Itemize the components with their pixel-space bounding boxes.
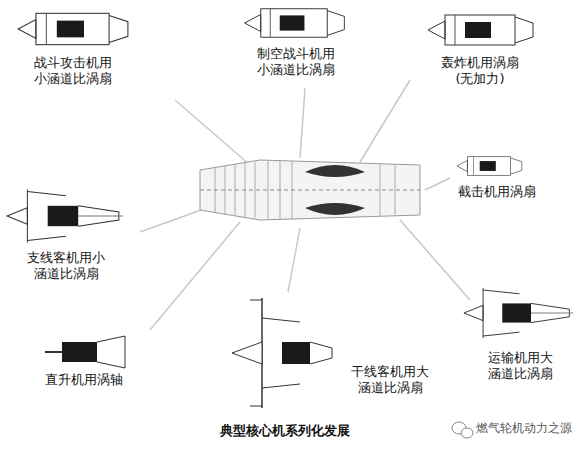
engine-label: 截击机用涡扇 [458,184,536,200]
engine-label: 直升机用涡轴 [45,372,123,388]
figure-caption: 典型核心机系列化发展 [220,422,350,440]
engine-label: 支线客机用小 涵道比涡扇 [27,250,105,281]
engine-label: 运输机用大 涵道比涡扇 [488,350,553,381]
engine-label: 制空战斗机用 小涵道比涡扇 [257,46,335,77]
big-turbofan [232,298,332,408]
core-engine [200,160,420,220]
leader-line [140,80,470,330]
turboshaft [45,336,125,368]
watermark: 燃气轮机动力之源 [476,420,572,437]
engine-label: 干线客机用大 涵道比涡扇 [351,364,429,395]
wechat-icon [452,422,473,438]
engine-label: 战斗攻击机用 小涵道比涡扇 [34,55,112,86]
engine-label: 轰炸机用涡扇 (无加力) [441,55,519,86]
